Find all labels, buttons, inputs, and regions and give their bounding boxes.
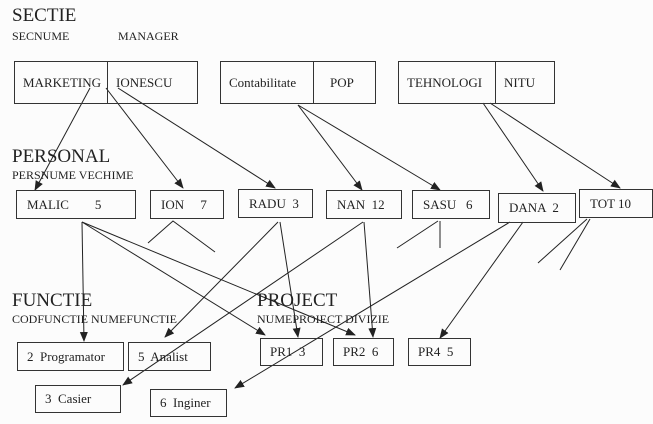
- arrow-dana-inginer: [234, 221, 511, 389]
- arrow-radu-analist: [164, 221, 279, 338]
- project-title: PROJECT: [257, 290, 338, 311]
- arrow-contabilitate-nan: [297, 104, 363, 191]
- personal-row-radu: RADU 3: [238, 189, 313, 218]
- arrow-marketing-radu: [117, 87, 276, 189]
- arrow-nan-casier: [122, 221, 364, 386]
- tot-line-a: [537, 218, 588, 264]
- sectie-row-marketing: MARKETING IONESCU: [14, 61, 198, 104]
- ion-lines: [147, 220, 216, 253]
- sectie-row-tehnologi: TEHNOLOGI NITU: [398, 61, 555, 104]
- sectie-title: SECTIE: [12, 5, 77, 26]
- functie-row-analist: 5 Analist: [128, 342, 211, 371]
- sectie-header-manager: MANAGER: [118, 29, 179, 43]
- personal-row-malic: MALIC 5: [16, 190, 136, 219]
- tot-line-b: [559, 218, 591, 271]
- functie-title: FUNCTIE: [12, 290, 93, 311]
- secnume-cell: Contabilitate: [229, 74, 297, 90]
- arrow-tehnologi-dana: [482, 102, 544, 192]
- secnume-cell: TEHNOLOGI: [407, 74, 483, 90]
- personal-row-sasu: SASU 6: [412, 190, 490, 219]
- project-row-pr1: PR1 3: [260, 338, 323, 366]
- personal-row-ion: ION 7: [150, 190, 224, 219]
- arrow-malic-programator: [79, 221, 88, 342]
- arrow-marketing-malic: [34, 87, 91, 191]
- sectie-row-contabilitate: Contabilitate POP: [220, 61, 376, 104]
- secnume-cell: MARKETING: [23, 74, 101, 90]
- functie-headers: CODFUNCTIE NUMEFUNCTIE: [12, 312, 177, 326]
- manager-cell: NITU: [495, 62, 554, 103]
- arrow-contabilitate-sasu: [297, 104, 441, 191]
- arrow-nan-pr2: [363, 221, 377, 338]
- arrow-malic-pr1: [81, 221, 266, 336]
- manager-cell: POP: [313, 62, 375, 103]
- personal-row-tot: TOT 10: [579, 189, 653, 218]
- functie-row-programator: 2 Programator: [17, 342, 124, 371]
- personal-row-dana: DANA 2: [498, 193, 576, 223]
- manager-cell: IONESCU: [107, 62, 197, 103]
- arrow-tehnologi-tot: [489, 102, 621, 189]
- arrow-radu-pr1: [279, 221, 301, 338]
- project-row-pr2: PR2 6: [333, 338, 394, 366]
- sasu-line-a: [396, 220, 439, 249]
- arrow-marketing-ion: [105, 87, 184, 189]
- sectie-header-secnume: SECNUME: [12, 29, 70, 43]
- functie-row-inginer: 6 Inginer: [150, 389, 227, 417]
- project-headers: NUMEPROIECT DIVIZIE: [257, 312, 390, 326]
- personal-headers: PERSNUME VECHIME: [12, 168, 134, 182]
- arrow-malic-pr2: [81, 221, 356, 336]
- project-row-pr4: PR4 5: [408, 338, 471, 366]
- personal-title: PERSONAL: [12, 146, 111, 167]
- arrow-dana-pr4: [439, 221, 524, 339]
- personal-row-nan: NAN 12: [326, 190, 402, 219]
- functie-row-casier: 3 Casier: [35, 385, 121, 413]
